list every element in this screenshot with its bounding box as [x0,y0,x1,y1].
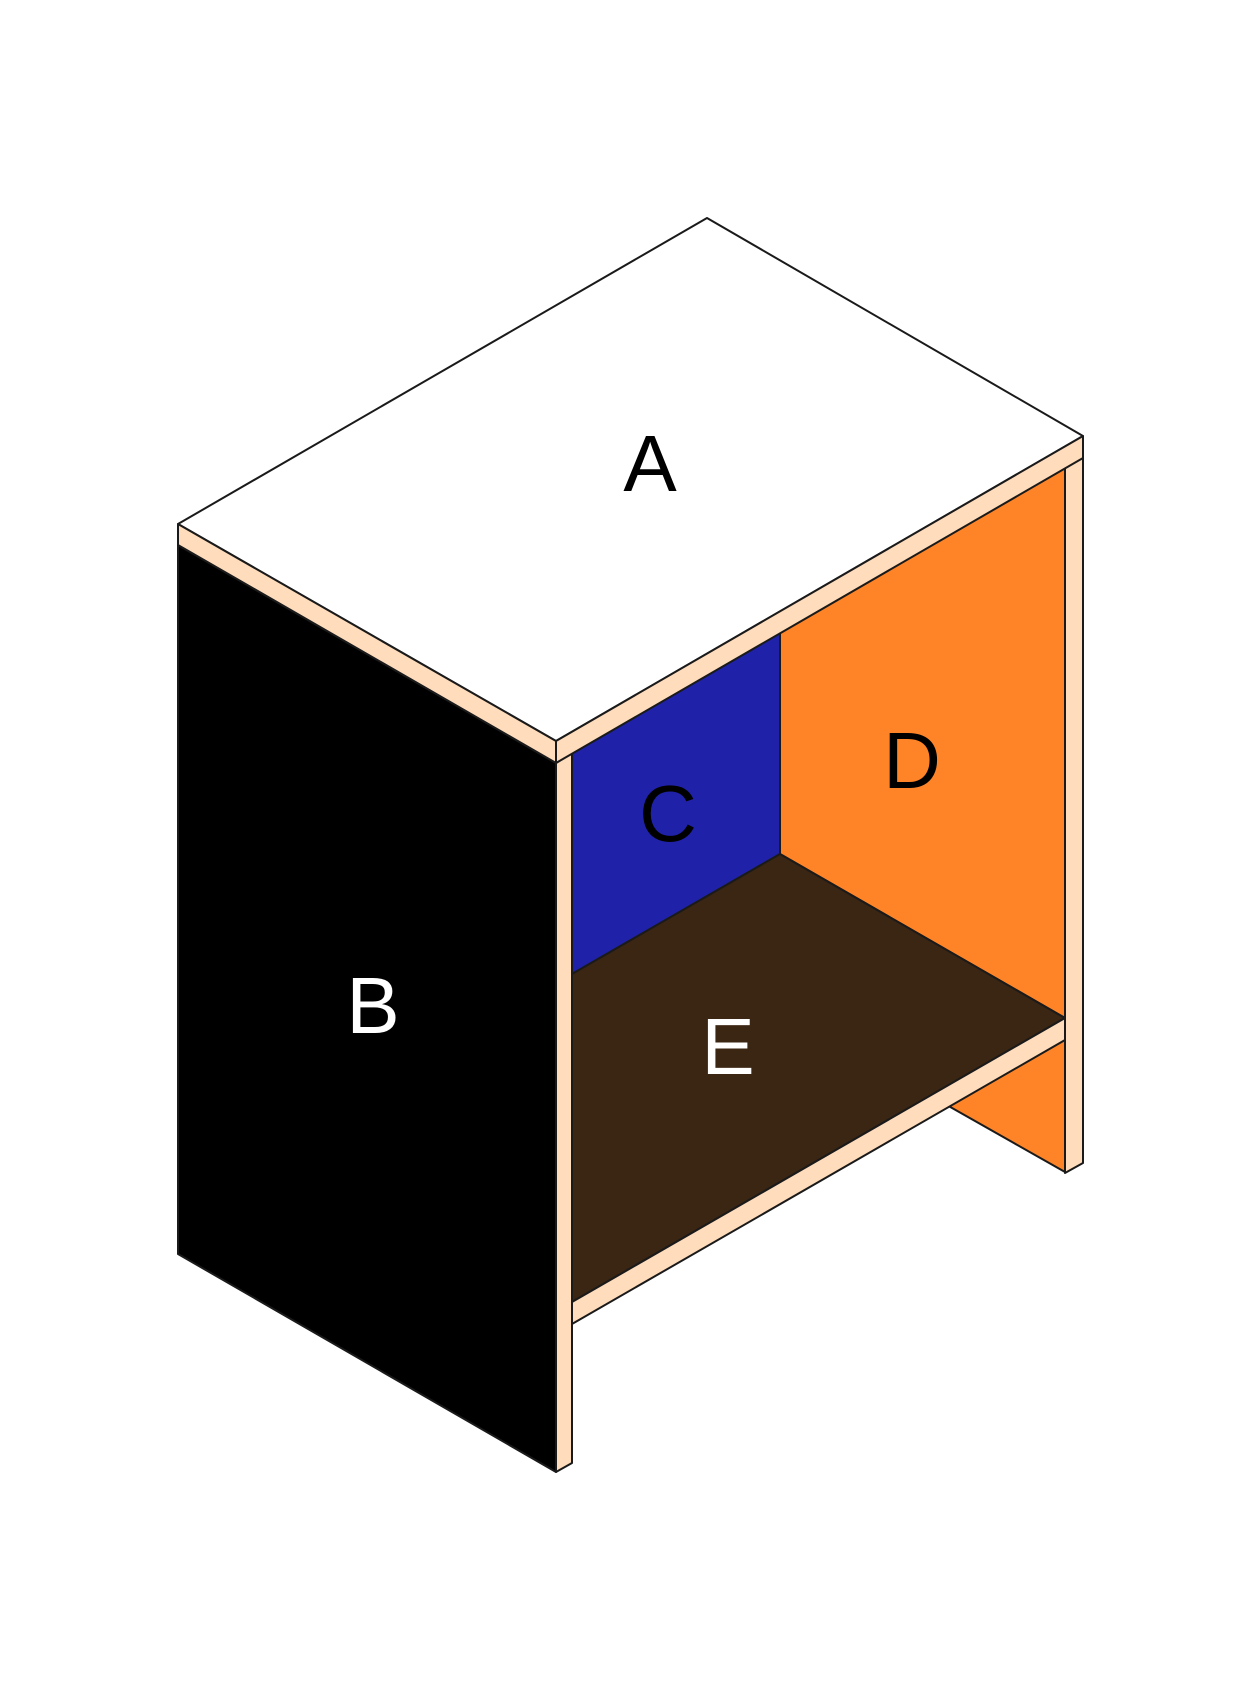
label-d: D [883,716,941,805]
right-side-edge [1064,446,1084,1174]
label-a: A [623,419,677,508]
label-b: B [346,961,399,1050]
left-side-front-edge [555,752,573,1473]
label-c: C [639,769,697,858]
label-e: E [701,1002,754,1091]
top-edge-right [555,435,1084,764]
